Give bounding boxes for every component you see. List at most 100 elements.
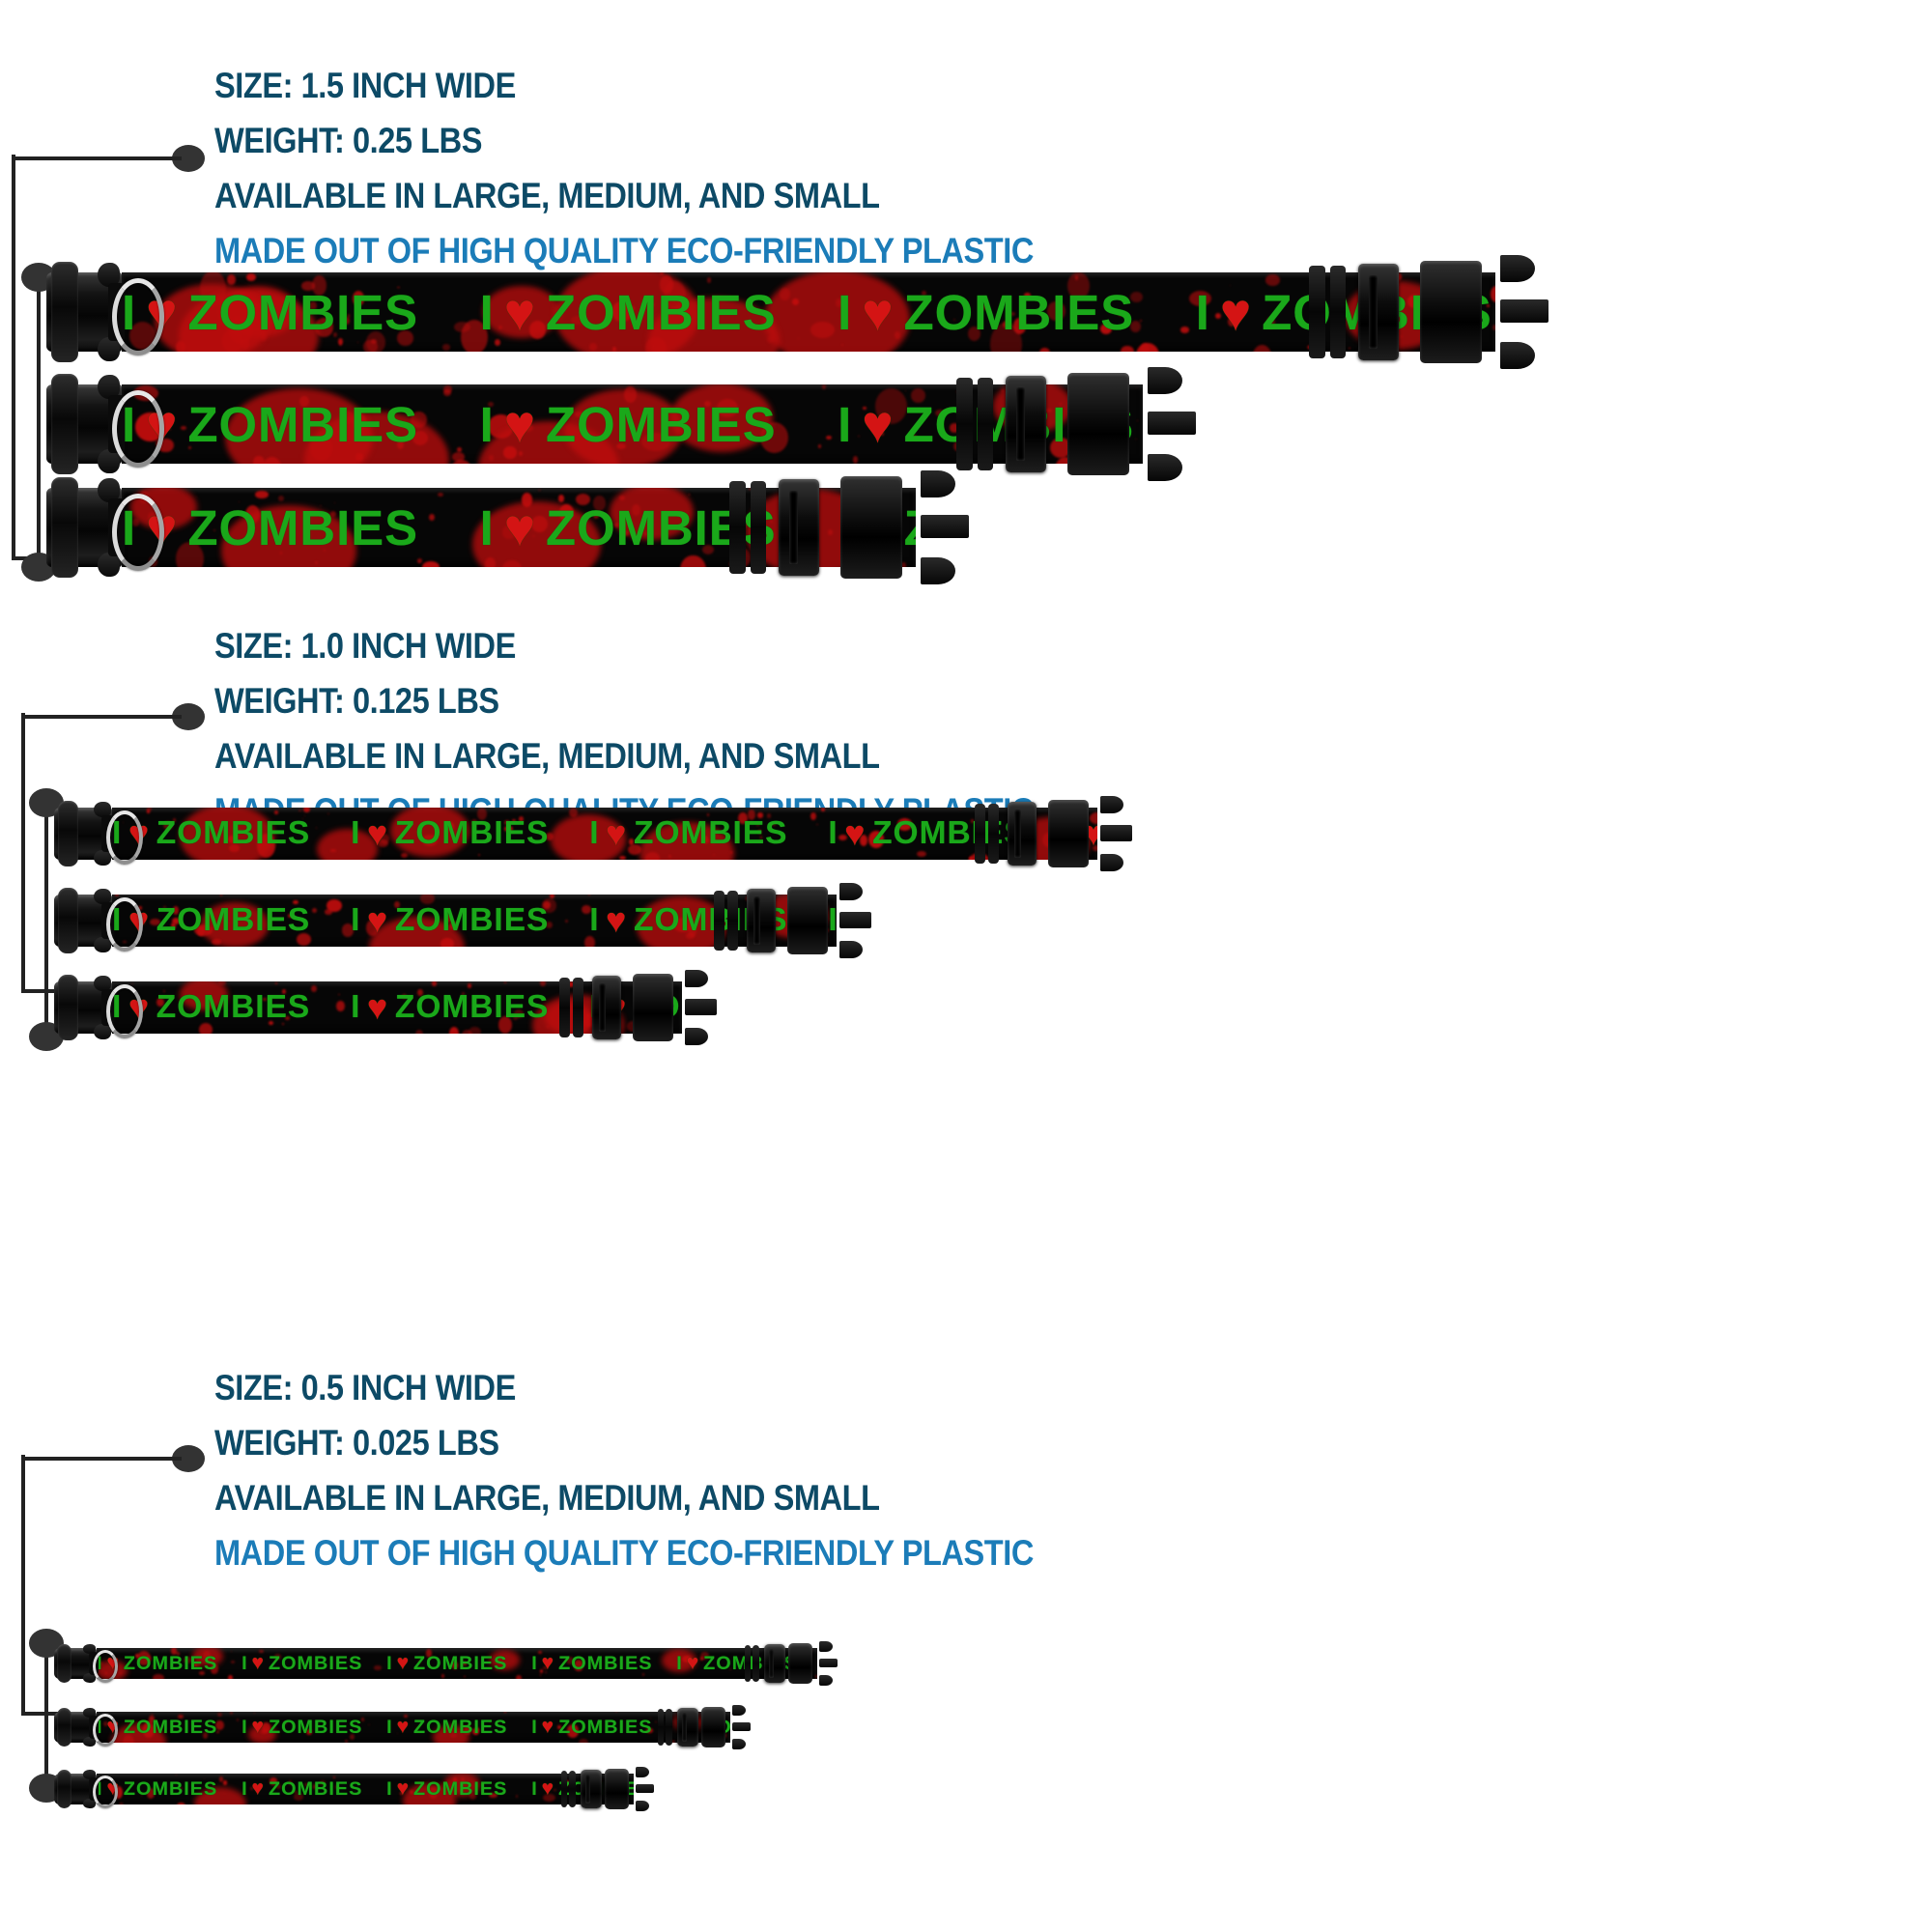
blood-splatter bbox=[857, 435, 860, 438]
heart-icon: ♥ bbox=[366, 986, 389, 1027]
blood-splatter bbox=[374, 1665, 382, 1670]
blood-splatter bbox=[293, 829, 295, 832]
blood-blotch bbox=[192, 1648, 223, 1666]
blood-blotch bbox=[194, 1787, 246, 1804]
collar-1-0-large: I♥ZOMBIESI♥ZOMBIESI♥ZOMBIESI♥ZOMBIESI♥ZO… bbox=[54, 796, 1133, 871]
blood-splatter bbox=[515, 1675, 523, 1679]
blood-splatter bbox=[908, 435, 917, 440]
blood-splatter bbox=[426, 1649, 433, 1658]
tri-glide-adjuster bbox=[746, 889, 776, 952]
blood-splatter bbox=[649, 1717, 652, 1719]
strap-print-pronoun: I bbox=[828, 902, 837, 938]
blood-splatter bbox=[1492, 324, 1495, 331]
strap-keeper-loop bbox=[977, 378, 993, 470]
buckle-prong bbox=[731, 1721, 752, 1732]
blood-splatter bbox=[971, 818, 975, 823]
blood-splatter bbox=[258, 1649, 265, 1654]
blood-splatter bbox=[178, 1714, 185, 1719]
blood-splatter bbox=[457, 447, 463, 452]
side-release-buckle-male bbox=[54, 800, 115, 867]
blood-splatter bbox=[163, 990, 165, 992]
blood-splatter bbox=[341, 923, 355, 937]
blood-splatter bbox=[347, 314, 351, 318]
blood-splatter bbox=[312, 908, 318, 914]
leader-horizontal bbox=[21, 1457, 182, 1461]
blood-splatter bbox=[333, 332, 338, 337]
blood-blotch bbox=[180, 981, 229, 1011]
blood-splatter bbox=[627, 843, 641, 855]
buckle-wing-bottom bbox=[93, 1024, 111, 1040]
strap-print-pronoun: I bbox=[838, 284, 853, 340]
blood-splatter bbox=[688, 494, 690, 496]
blood-splatter bbox=[274, 810, 278, 815]
blood-splatter bbox=[1227, 316, 1236, 327]
blood-splatter bbox=[226, 273, 237, 286]
strap-print-pronoun: I bbox=[386, 1777, 393, 1800]
blood-splatter bbox=[1039, 347, 1051, 352]
blood-splatter bbox=[818, 444, 821, 448]
blood-splatter bbox=[253, 1713, 256, 1715]
blood-splatter bbox=[1009, 311, 1015, 316]
blood-splatter bbox=[327, 898, 343, 913]
d-ring bbox=[106, 984, 143, 1038]
leader-bracket-bottom bbox=[21, 1712, 64, 1716]
blood-splatter bbox=[379, 834, 389, 845]
blood-splatter bbox=[556, 1725, 561, 1729]
blood-splatter bbox=[344, 1739, 348, 1743]
blood-splatter bbox=[367, 1724, 370, 1726]
blood-splatter bbox=[152, 1673, 164, 1679]
blood-splatter bbox=[582, 905, 591, 915]
collar-0-5-medium: I♥ZOMBIESI♥ZOMBIESI♥ZOMBIESI♥ZOMBIESI♥ZO… bbox=[54, 1704, 752, 1750]
buckle-wing-top bbox=[98, 375, 121, 399]
tri-glide-adjuster bbox=[1006, 375, 1047, 473]
strap-print-text: I♥ZOMBIESI♥ZOMBIESI♥ZOMBIESI♥ZOMBIESI♥ZO… bbox=[97, 1774, 634, 1804]
blood-splatter bbox=[229, 1712, 234, 1716]
blood-splatter bbox=[584, 935, 596, 947]
availability-label: AVAILABLE IN LARGE, MEDIUM, AND SMALL bbox=[214, 736, 880, 776]
blood-splatter bbox=[1003, 320, 1010, 329]
blood-splatter bbox=[512, 1015, 519, 1021]
strap-print-unit: I♥ZOMBIES bbox=[242, 1716, 362, 1739]
heart-icon: ♥ bbox=[541, 1776, 555, 1801]
strap-print-unit: I♥ZOMBIES bbox=[531, 1652, 652, 1675]
blood-splatter bbox=[757, 830, 762, 834]
blood-splatter bbox=[150, 1713, 154, 1716]
blood-splatter bbox=[968, 856, 973, 860]
blood-splatter bbox=[195, 539, 201, 546]
material-label: MADE OUT OF HIGH QUALITY ECO-FRIENDLY PL… bbox=[214, 231, 1034, 270]
blood-blotch bbox=[247, 1724, 277, 1743]
buckle-wing-bottom bbox=[98, 337, 121, 361]
d-ring bbox=[112, 278, 164, 355]
strap-print-word: ZOMBIES bbox=[546, 284, 777, 340]
blood-splatter bbox=[392, 310, 394, 314]
blood-splatter bbox=[766, 813, 772, 818]
blood-splatter bbox=[515, 1795, 519, 1799]
blood-splatter bbox=[135, 1722, 138, 1725]
availability-label: AVAILABLE IN LARGE, MEDIUM, AND SMALL bbox=[214, 1478, 880, 1518]
blood-splatter bbox=[281, 989, 286, 994]
blood-splatter bbox=[859, 834, 868, 846]
blood-splatter bbox=[152, 1665, 155, 1667]
blood-splatter bbox=[146, 1788, 156, 1799]
blood-splatter bbox=[629, 838, 635, 845]
blood-splatter bbox=[1012, 317, 1027, 335]
blood-splatter bbox=[282, 1022, 284, 1025]
blood-splatter bbox=[313, 1784, 318, 1789]
blood-splatter bbox=[539, 1669, 543, 1674]
blood-splatter bbox=[935, 409, 946, 416]
blood-splatter bbox=[296, 932, 311, 946]
blood-splatter bbox=[218, 1776, 224, 1782]
callout-block-1-5: SIZE: 1.5 INCH WIDE WEIGHT: 0.25 LBS AVA… bbox=[214, 68, 1146, 269]
blood-splatter bbox=[554, 1788, 557, 1791]
buckle-wing-top bbox=[98, 478, 121, 502]
side-release-buckle-female bbox=[700, 1707, 725, 1747]
blood-splatter bbox=[250, 1786, 254, 1790]
buckle-prong bbox=[839, 883, 863, 901]
blood-splatter bbox=[759, 836, 763, 839]
blood-splatter bbox=[901, 562, 907, 567]
blood-splatter bbox=[738, 812, 748, 825]
strap-print-word: ZOMBIES bbox=[123, 1716, 218, 1738]
side-release-buckle-male bbox=[46, 477, 126, 578]
strap-print-unit: I♥ZOMBIES bbox=[828, 902, 837, 939]
strap-keeper-loop bbox=[988, 803, 999, 865]
